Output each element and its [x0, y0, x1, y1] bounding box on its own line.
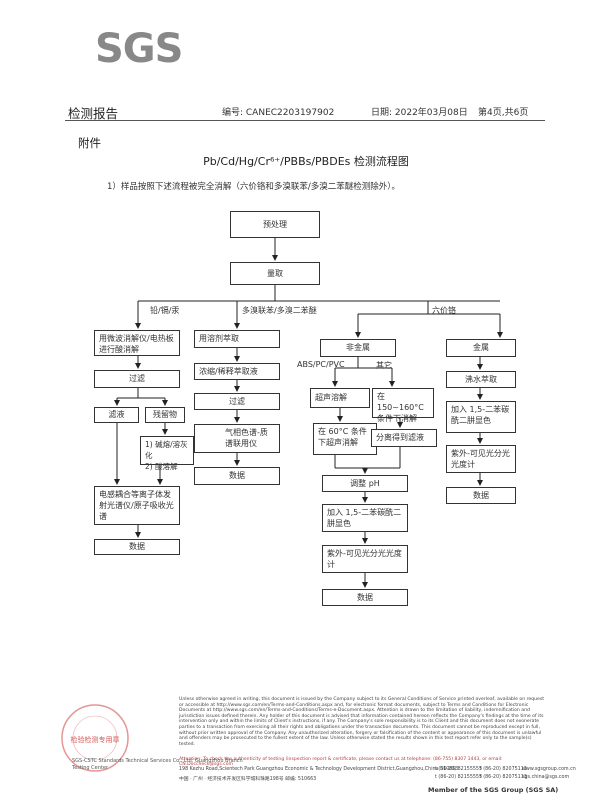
appendix-heading: 附件 [78, 136, 101, 150]
footer-fax-en: f (86-20) 82075113 [480, 767, 527, 772]
label-other: 其它 [376, 361, 392, 370]
adjust-ph-box: 调整 pH [322, 475, 408, 492]
seal-text: 检验检测专用章 [71, 735, 120, 744]
footer-web[interactable]: www.sgsgroup.com.cn [522, 767, 576, 772]
non-metal-box: 非金属 [320, 339, 396, 357]
data-box-nonmetal: 数据 [322, 589, 408, 606]
footer-attention: Attention: To check the authenticity of … [179, 757, 503, 767]
icp-oes-box: 电感耦合等离子体发射光谱仪/原子吸收光谱 [94, 486, 180, 525]
branch-label-metals: 铅/镉/汞 [150, 306, 180, 315]
header-divider [65, 120, 545, 121]
acid-digestion-box: 用微波消解仪/电热板进行酸消解 [94, 330, 180, 356]
footer-tel-en: t (86-20) 82155555 [435, 767, 483, 772]
add-dpc-box: 加入 1,5-二苯碳酰二肼显色 [322, 504, 408, 532]
solvent-extraction-box: 用溶剂萃取 [194, 330, 280, 348]
pretreatment-box: 预处理 [230, 211, 320, 238]
ultrasonic-dissolve-box: 超声溶解 [310, 388, 370, 408]
report-date: 日期: 2022年03月08日 [371, 108, 468, 118]
footer-tel-cn: t (86-20) 82155555 [435, 775, 483, 780]
footer-company-left-2: Testing Center [72, 765, 108, 771]
footer-company-left: SGS-CSTC Standards Technical Services Co… [72, 758, 243, 764]
footer-member: Member of the SGS Group (SGS SA) [428, 786, 559, 794]
page-number: 第4页,共6页 [478, 108, 529, 118]
uv-vis-box: 紫外-可见光分光光度计 [322, 545, 408, 573]
filter-box: 过滤 [94, 370, 180, 388]
alkali-fusion-box: 1) 碱熔/溶灰化 2) 酸溶解 [140, 436, 194, 471]
add-dpc-metal-box: 加入 1,5-二苯碳酰二肼显色 [446, 401, 516, 433]
uv-vis-metal-box: 紫外-可见光分光光度计 [446, 445, 516, 473]
filter-box-pbb: 过滤 [194, 393, 280, 410]
footer-email[interactable]: sgs.china@sgs.com [522, 775, 570, 780]
separate-filtrate-box: 分离得到滤液 [371, 429, 437, 447]
branch-label-cr6: 六价铬 [432, 306, 456, 315]
digest-150-160-box: 在 150~160°C 条件下消解 [372, 388, 434, 423]
footer-disclaimer: Unless otherwise agreed in writing, this… [179, 697, 545, 747]
concentrate-dilute-box: 浓缩/稀释萃取液 [194, 363, 280, 380]
data-box-pbb: 数据 [194, 467, 280, 485]
footer-address-cn: 中国 · 广州 · 经济技术开发区科学城科珠路198号 邮编: 510663 [179, 777, 317, 782]
gc-ms-box: 气相色谱-质谱联用仪 [194, 424, 280, 453]
branch-label-pbb-pbde: 多溴联苯/多溴二苯醚 [242, 306, 317, 315]
metal-box: 金属 [446, 339, 516, 357]
ultrasonic-60c-box: 在 60°C 条件下超声消解 [313, 423, 377, 455]
flowchart-title: Pb/Cd/Hg/Cr⁶⁺/PBBs/PBDEs 检测流程图 [203, 155, 409, 168]
boiling-water-extraction-box: 沸水萃取 [446, 371, 516, 388]
data-box-metal: 数据 [446, 487, 516, 504]
footer-fax-cn: f (86-20) 82075113 [480, 775, 527, 780]
footer-address-en: 198 Kezhu Road,Scientech Park Guangzhou … [179, 767, 459, 772]
label-abs-pc-pvc: ABS/PC/PVC [297, 360, 345, 369]
residue-box: 残留物 [145, 407, 185, 423]
filtrate-box: 滤液 [94, 407, 139, 423]
company-seal: 检验检测专用章 [61, 704, 129, 772]
step-1-text: 1）样品按照下述流程被完全消解（六价铬和多溴联苯/多溴二苯醚检测除外）。 [107, 182, 401, 192]
report-title: 检测报告 [68, 106, 119, 121]
data-box-metals: 数据 [94, 539, 180, 555]
weigh-box: 量取 [230, 262, 320, 285]
report-number: 编号: CANEC2203197902 [222, 108, 335, 118]
